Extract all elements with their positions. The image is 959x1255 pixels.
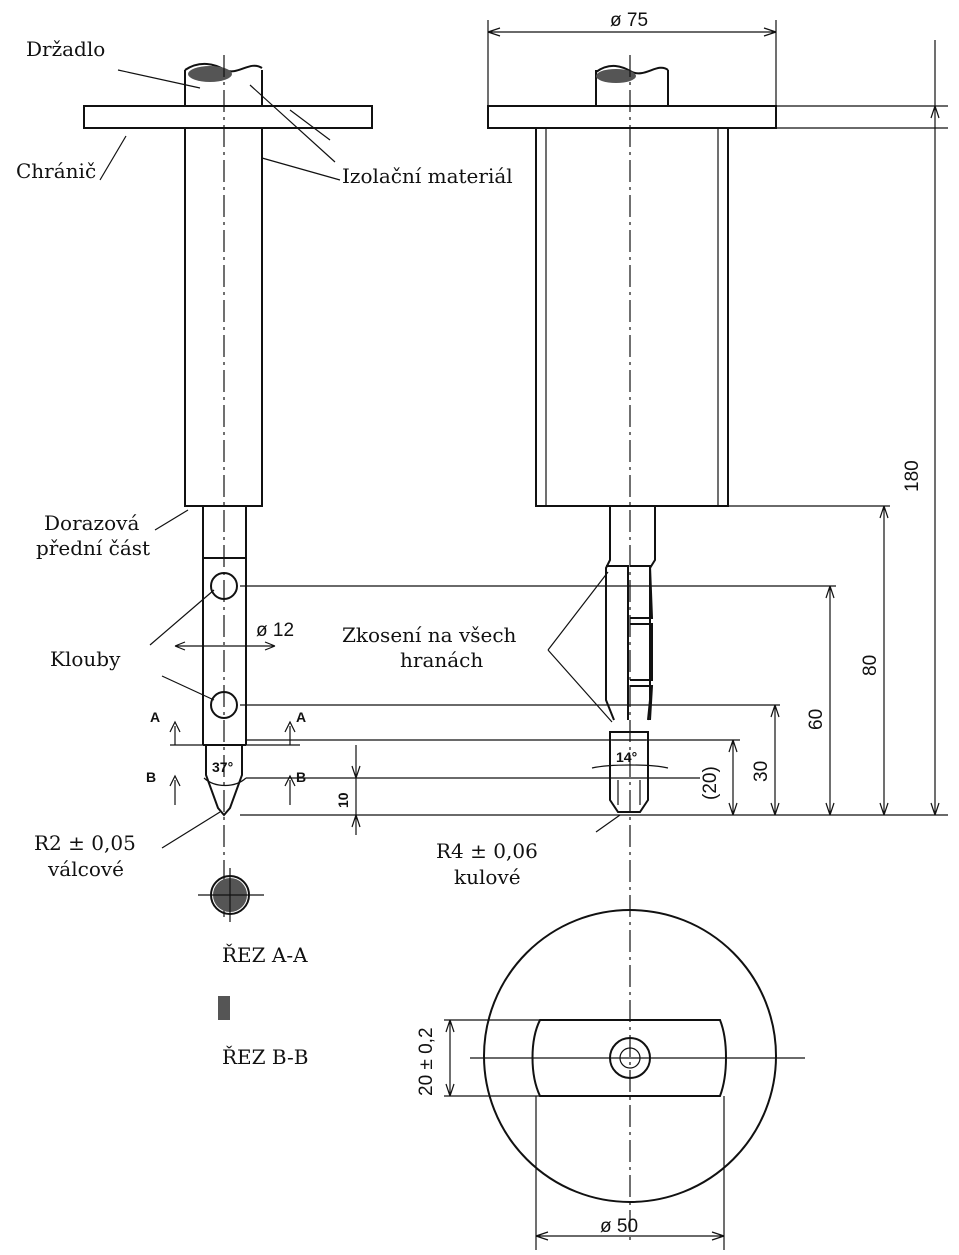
dim-60-line <box>825 585 835 816</box>
guard-plate <box>83 105 373 129</box>
tip-angle-arc <box>203 777 247 787</box>
marker-b-left: B <box>146 769 156 785</box>
label-r4-line2: kulové <box>454 865 521 889</box>
dim-angle14: 14° <box>616 749 637 765</box>
guard-plate-right <box>487 105 777 129</box>
right-view <box>240 20 948 1240</box>
dim-30: 30 <box>751 761 772 782</box>
finger-tip <box>205 745 243 817</box>
leader-guard <box>99 135 127 181</box>
label-stop-line2: přední část <box>36 536 150 560</box>
dim-20: (20) <box>700 766 721 800</box>
dim-80: 80 <box>860 655 881 676</box>
label-joints: Klouby <box>50 647 121 671</box>
leader-joints <box>149 589 215 701</box>
section-b-arrows <box>169 774 296 805</box>
label-section-bb: ŘEZ B-B <box>222 1045 308 1069</box>
leader-chamfer <box>547 571 613 723</box>
handle-cut-hatch-right <box>596 69 636 83</box>
marker-a-left: A <box>150 709 160 725</box>
label-handle: Držadlo <box>26 37 105 61</box>
dim-10: 10 <box>335 792 351 808</box>
dim-180: 180 <box>902 460 923 492</box>
marker-b-right: B <box>296 769 306 785</box>
marker-a-right: A <box>296 709 306 725</box>
section-aa-centre <box>198 868 264 922</box>
dim-30-line <box>770 704 780 816</box>
section-bb-hatch <box>218 996 230 1020</box>
dim-180-line <box>930 40 940 816</box>
label-r2-line2: válcové <box>47 857 124 881</box>
label-chamfer-line1: Zkosení na všech <box>342 623 517 647</box>
stop-plate-outline <box>531 1019 727 1097</box>
dim-20-line <box>728 739 738 816</box>
label-section-aa: ŘEZ A-A <box>222 943 308 967</box>
label-insulation: Izolační materiál <box>342 164 513 188</box>
tip-right-angle <box>591 764 669 769</box>
section-a-arrows <box>169 720 300 746</box>
dim-w20: 20 ± 0,2 <box>416 1027 437 1096</box>
label-stop-line1: Dorazová <box>44 511 139 535</box>
dim-10-line <box>351 745 361 835</box>
leader-r4 <box>595 814 621 833</box>
leader-stop <box>154 509 189 531</box>
handle-cut-hatch <box>188 66 232 82</box>
dim-d75-line <box>487 20 777 106</box>
dim-80-line <box>879 505 889 816</box>
dim-w20-line <box>444 1019 540 1097</box>
leader-handle <box>117 69 201 89</box>
guard-circle <box>483 909 777 1203</box>
dim-d12: ø 12 <box>256 620 294 641</box>
label-guard: Chránič <box>16 159 96 183</box>
dim-60: 60 <box>806 709 827 730</box>
bottom-view <box>444 909 805 1250</box>
joint-lower <box>210 691 238 719</box>
dim-d50: ø 50 <box>600 1216 638 1237</box>
dim-d12-line <box>174 641 276 651</box>
joint-upper <box>210 572 238 600</box>
leader-insulation <box>249 84 341 181</box>
dim-angle37: 37° <box>212 759 233 775</box>
dim-d50-line <box>535 1096 725 1250</box>
label-chamfer-line2: hranách <box>400 648 483 672</box>
dim-d75: ø 75 <box>610 10 648 31</box>
finger-segments-right <box>606 565 654 721</box>
insulating-body-right <box>535 127 729 507</box>
body-inner-lines <box>545 128 719 506</box>
label-r2-line1: R2 ± 0,05 <box>34 831 136 855</box>
finger-tip-right <box>609 731 649 813</box>
leader-r2 <box>161 811 221 849</box>
label-r4-line1: R4 ± 0,06 <box>436 839 538 863</box>
